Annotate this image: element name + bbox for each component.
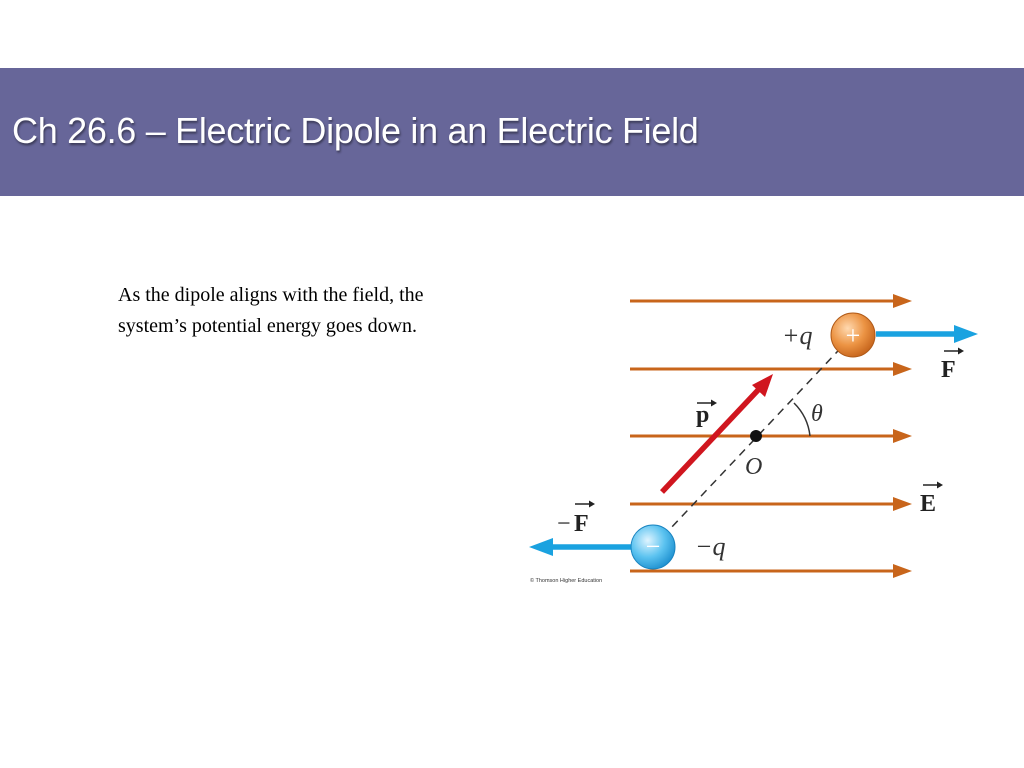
force-label: F: [941, 347, 964, 383]
figure-credit: © Thomson Higher Education: [530, 577, 602, 584]
positive-charge: +: [830, 312, 876, 358]
minus-q-label: −q: [695, 532, 726, 561]
positive-charge-sign: +: [846, 321, 861, 350]
body-line-2: system’s potential energy goes down.: [118, 315, 418, 337]
negative-force-label-text: F: [574, 511, 589, 537]
slide-title: Ch 26.6 – Electric Dipole in an Electric…: [12, 110, 699, 151]
field-lines: [630, 294, 912, 578]
origin-label: O: [745, 454, 762, 480]
negative-charge: −: [630, 524, 676, 570]
dipole-center-point: [750, 430, 762, 442]
field-label: E: [920, 481, 943, 517]
body-line-1: As the dipole aligns with the field, the: [118, 284, 424, 306]
force-label-text: F: [941, 357, 956, 383]
title-bar: [0, 68, 1024, 196]
dipole-moment-label-text: p: [696, 402, 709, 428]
negative-charge-sign: −: [646, 532, 661, 561]
force-arrow-right: [876, 325, 978, 343]
force-arrow-left: [529, 538, 631, 556]
field-line-1: [630, 294, 912, 308]
theta-angle-arc: [793, 402, 811, 437]
negative-force-sign: −: [557, 511, 571, 537]
dipole-moment-arrow: [659, 374, 773, 494]
theta-label: θ: [811, 401, 823, 427]
field-label-text: E: [920, 491, 936, 517]
field-line-4: [630, 497, 912, 511]
field-line-2: [630, 362, 912, 376]
field-line-3: [630, 429, 912, 443]
negative-force-label: − F: [557, 500, 595, 537]
plus-q-label: +q: [782, 321, 813, 350]
dipole-moment-label: p: [696, 399, 717, 428]
slide-body-text: As the dipole aligns with the field, the…: [118, 280, 538, 342]
field-line-5: [630, 564, 912, 578]
